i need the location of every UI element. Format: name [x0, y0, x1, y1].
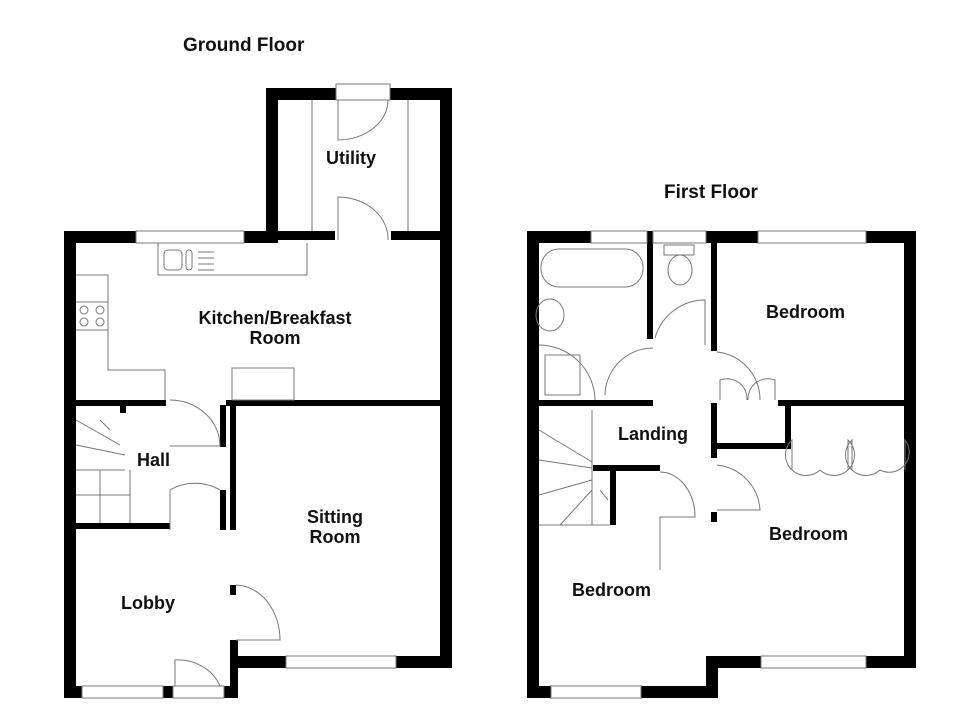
- wc-door-swing: [654, 299, 706, 345]
- room-label-landing: Landing: [618, 424, 688, 444]
- bath: [540, 248, 644, 288]
- ground-floor-fixtures: [75, 83, 409, 699]
- hall-door-swing: [169, 399, 221, 447]
- front-door-swing: [174, 659, 221, 687]
- ground-floor-walls: [64, 88, 452, 698]
- kitchen-window: [135, 230, 245, 244]
- lobby-door-swing: [169, 482, 221, 530]
- sitting-door-swing: [235, 584, 281, 641]
- room-label-kitchen: Kitchen/Breakfast Room: [180, 308, 370, 348]
- sitting-label-line2: Room: [309, 527, 361, 547]
- kitchen-label-line2: Room: [249, 328, 301, 348]
- bedroom1-door-swing: [716, 351, 761, 401]
- kitchen-label-line1: Kitchen/Breakfast: [198, 308, 352, 328]
- bedroom3-door-swing: [659, 471, 696, 570]
- sitting-room-window: [285, 655, 397, 669]
- room-label-hall: Hall: [137, 450, 171, 470]
- utility-door-swing: [337, 99, 389, 141]
- basin: [535, 298, 565, 332]
- utility-inner-door-swing: [337, 196, 389, 241]
- bedroom2-door-swing: [716, 464, 761, 511]
- room-label-bedroom-top-right: Bedroom: [766, 302, 846, 322]
- room-label-bedroom-right: Bedroom: [769, 524, 849, 544]
- first-floor-walls: [527, 231, 916, 698]
- room-label-sitting-room: Sitting Room: [290, 507, 380, 547]
- lobby-window: [81, 685, 164, 699]
- sitting-label-line1: Sitting: [307, 507, 363, 527]
- first-floor-title: First Floor: [664, 182, 758, 203]
- bathroom-door-swing: [604, 347, 654, 396]
- first-floor-fixtures: [535, 230, 910, 699]
- utility-door-frame: [335, 83, 391, 101]
- ground-floor-title: Ground Floor: [183, 35, 305, 56]
- room-label-bedroom-left: Bedroom: [572, 580, 652, 600]
- toilet: [667, 254, 693, 286]
- room-label-lobby: Lobby: [121, 593, 175, 613]
- wardrobe-doors: [785, 438, 910, 476]
- cupboard-doors: [719, 378, 776, 401]
- front-door-frame: [172, 685, 225, 699]
- shower: [538, 344, 596, 401]
- room-label-utility: Utility: [326, 148, 377, 168]
